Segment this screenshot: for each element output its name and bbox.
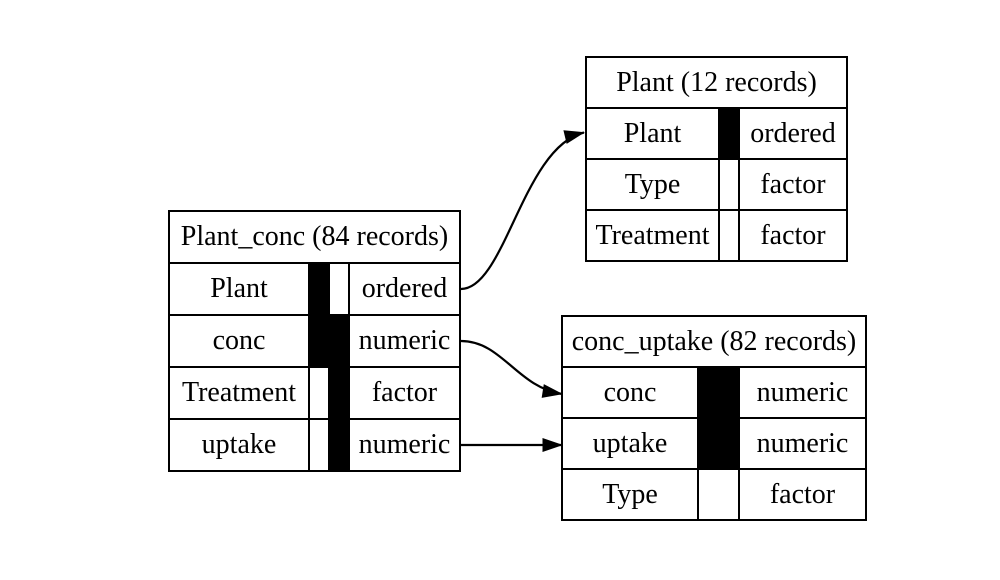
column-name-cell: Type bbox=[563, 470, 697, 519]
column-name-cell: uptake bbox=[563, 419, 697, 468]
column-name-cell: Type bbox=[587, 160, 718, 209]
column-type-cell: factor bbox=[740, 470, 865, 519]
column-type-cell: numeric bbox=[350, 420, 459, 470]
column-name-cell: Plant bbox=[170, 264, 308, 314]
table-plant: Plant (12 records) Plant ordered Type fa… bbox=[585, 56, 848, 262]
column-type-cell: numeric bbox=[740, 419, 865, 468]
key-indicator bbox=[310, 368, 328, 418]
table-title: Plant_conc (84 records) bbox=[170, 212, 459, 262]
key-indicator bbox=[310, 316, 328, 366]
key-indicator bbox=[720, 160, 738, 209]
column-name-cell: conc bbox=[563, 368, 697, 417]
column-type-cell: factor bbox=[350, 368, 459, 418]
table-conc-uptake: conc_uptake (82 records) conc numeric up… bbox=[561, 315, 867, 521]
column-type-cell: ordered bbox=[740, 109, 846, 158]
key-indicator bbox=[330, 264, 348, 314]
column-type-cell: factor bbox=[740, 160, 846, 209]
key-indicator bbox=[720, 211, 738, 260]
column-type-cell: ordered bbox=[350, 264, 459, 314]
key-indicator bbox=[330, 420, 348, 470]
column-type-cell: factor bbox=[740, 211, 846, 260]
column-name-cell: uptake bbox=[170, 420, 308, 470]
column-name-cell: Treatment bbox=[170, 368, 308, 418]
table-plant-conc: Plant_conc (84 records) Plant ordered co… bbox=[168, 210, 461, 472]
key-indicator bbox=[699, 470, 738, 519]
column-name-cell: conc bbox=[170, 316, 308, 366]
key-indicator bbox=[310, 264, 328, 314]
column-type-cell: numeric bbox=[740, 368, 865, 417]
table-title: conc_uptake (82 records) bbox=[563, 317, 865, 366]
table-title: Plant (12 records) bbox=[587, 58, 846, 107]
key-indicator bbox=[699, 368, 738, 417]
column-name-cell: Treatment bbox=[587, 211, 718, 260]
arrow-plantconc-to-plant bbox=[460, 130, 585, 291]
key-indicator bbox=[720, 109, 738, 158]
key-indicator bbox=[330, 368, 348, 418]
column-type-cell: numeric bbox=[350, 316, 459, 366]
key-indicator bbox=[699, 419, 738, 468]
column-name-cell: Plant bbox=[587, 109, 718, 158]
key-indicator bbox=[330, 316, 348, 366]
key-indicator bbox=[310, 420, 328, 470]
arrow-plantconc-to-concuptake-conc bbox=[460, 339, 563, 398]
